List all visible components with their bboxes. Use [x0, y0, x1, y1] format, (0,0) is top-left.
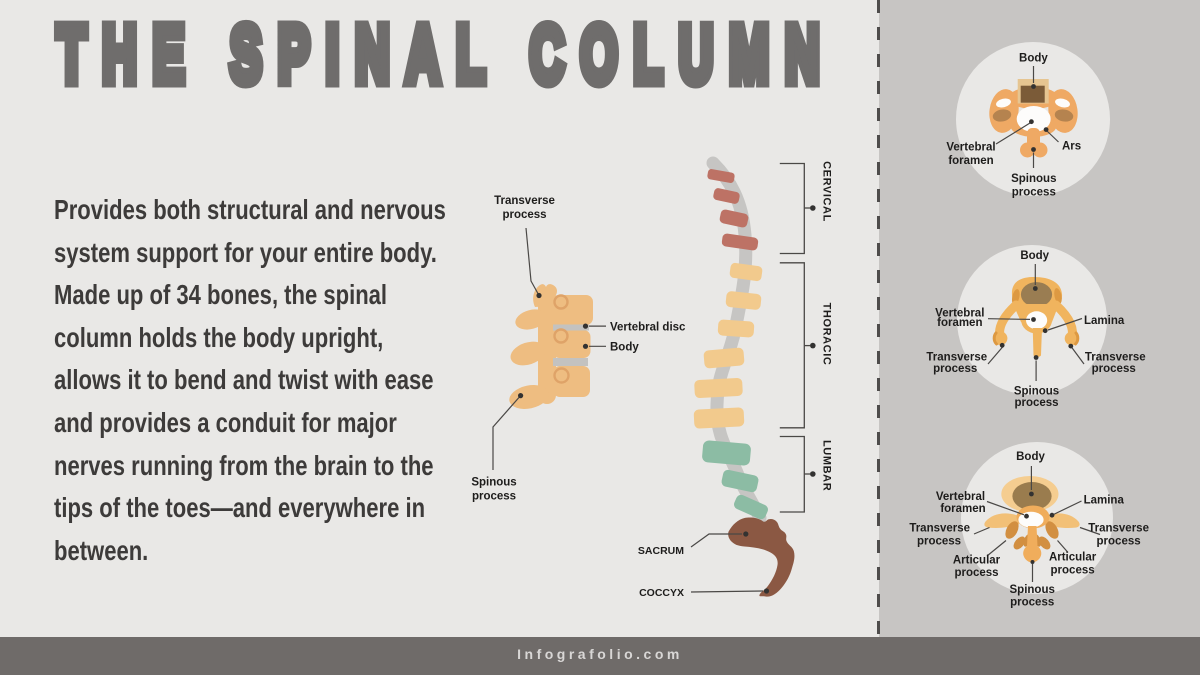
- svg-text:Transverse: Transverse: [1085, 352, 1146, 364]
- svg-text:process: process: [1010, 597, 1054, 609]
- svg-text:process: process: [1092, 363, 1136, 375]
- svg-text:process: process: [917, 536, 961, 548]
- svg-text:SACRUM: SACRUM: [638, 545, 684, 557]
- svg-text:Spinous: Spinous: [1011, 173, 1056, 185]
- svg-text:COCCYX: COCCYX: [639, 587, 684, 599]
- svg-text:Body: Body: [610, 342, 639, 354]
- svg-text:Vertebral: Vertebral: [946, 142, 995, 154]
- svg-text:process: process: [472, 491, 516, 503]
- svg-text:Vertebral disc: Vertebral disc: [610, 322, 686, 334]
- svg-text:Lamina: Lamina: [1084, 315, 1125, 327]
- svg-text:process: process: [1051, 565, 1095, 577]
- svg-text:foramen: foramen: [940, 503, 985, 515]
- svg-text:THORACIC: THORACIC: [821, 303, 833, 366]
- svg-text:process: process: [1012, 187, 1056, 199]
- svg-text:Transverse: Transverse: [909, 523, 970, 535]
- svg-text:Lamina: Lamina: [1084, 495, 1125, 507]
- svg-text:Ars: Ars: [1062, 141, 1081, 153]
- svg-text:Articular: Articular: [1049, 552, 1097, 564]
- svg-text:Vertebral: Vertebral: [935, 308, 984, 320]
- svg-text:process: process: [933, 363, 977, 375]
- svg-text:Transverse: Transverse: [926, 352, 987, 364]
- svg-text:Body: Body: [1016, 451, 1045, 463]
- svg-text:Body: Body: [1019, 53, 1048, 65]
- svg-text:foramen: foramen: [937, 317, 982, 329]
- svg-text:Spinous: Spinous: [1010, 584, 1055, 596]
- svg-text:Body: Body: [1020, 250, 1049, 262]
- svg-text:process: process: [502, 209, 546, 221]
- svg-text:Spinous: Spinous: [1014, 386, 1059, 398]
- svg-text:Vertebral: Vertebral: [936, 491, 985, 503]
- svg-text:process: process: [1014, 397, 1058, 409]
- svg-text:Articular: Articular: [953, 555, 1001, 567]
- svg-text:THE SPINAL COLUMN: THE SPINAL COLUMN: [57, 9, 836, 99]
- svg-text:process: process: [1097, 536, 1141, 548]
- svg-text:Spinous: Spinous: [471, 477, 516, 489]
- svg-text:LUMBAR: LUMBAR: [821, 440, 833, 491]
- svg-text:CERVICAL: CERVICAL: [821, 161, 833, 222]
- svg-text:Transverse: Transverse: [1088, 523, 1149, 535]
- svg-text:foramen: foramen: [948, 155, 993, 167]
- svg-text:Transverse: Transverse: [494, 195, 555, 207]
- svg-text:process: process: [954, 567, 998, 579]
